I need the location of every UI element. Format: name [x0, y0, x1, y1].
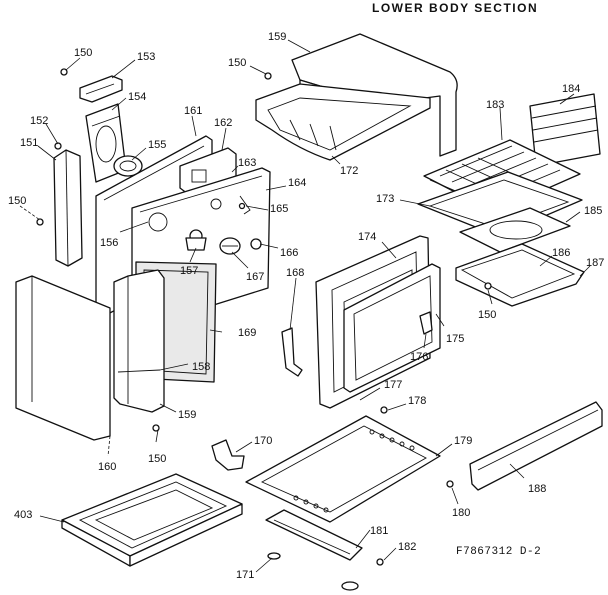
label-186: 186	[552, 247, 570, 259]
label-150: 150	[478, 309, 496, 321]
label-185: 185	[584, 205, 602, 217]
part-labels: 150 153 154 152 151 155 150 161 162 163 …	[8, 31, 604, 581]
part-158-side-panel	[113, 269, 165, 413]
label-154: 154	[128, 91, 146, 103]
label-151: 151	[20, 137, 38, 149]
label-182: 182	[398, 541, 416, 553]
label-153: 153	[137, 51, 155, 63]
label-156: 156	[100, 237, 118, 249]
label-174: 174	[358, 231, 376, 243]
part-156-burner-mount	[185, 229, 207, 251]
part-403-storage-drawer	[61, 473, 243, 567]
label-157: 157	[180, 265, 198, 277]
label-165: 165	[270, 203, 288, 215]
label-167: 167	[246, 271, 264, 283]
screws	[36, 68, 492, 566]
leader-lines	[19, 39, 591, 573]
part-176-latch	[419, 311, 433, 335]
part-181-drawer-rail	[265, 509, 363, 561]
label-187: 187	[586, 257, 604, 269]
label-184: 184	[562, 83, 580, 95]
label-150: 150	[148, 453, 166, 465]
label-163: 163	[238, 157, 256, 169]
label-159: 159	[178, 409, 196, 421]
part-171-leveling-foot	[267, 552, 359, 591]
label-179: 179	[454, 435, 472, 447]
label-188: 188	[528, 483, 546, 495]
part-168-hinge	[281, 327, 303, 377]
part-185-oven-burner	[459, 207, 571, 253]
part-151-side-trim	[53, 149, 83, 267]
drawing-code: F7867312 D-2	[456, 546, 541, 558]
label-183: 183	[486, 99, 504, 111]
part-179-bottom-plate	[245, 415, 441, 523]
part-184-back-guard	[529, 93, 601, 167]
part-155-collar	[113, 155, 143, 177]
label-158: 158	[192, 361, 210, 373]
label-150: 150	[74, 47, 92, 59]
label-403: 403	[14, 509, 32, 521]
label-176: 176	[410, 351, 428, 363]
label-180: 180	[452, 507, 470, 519]
label-170: 170	[254, 435, 272, 447]
label-181: 181	[370, 525, 388, 537]
part-159-cover	[255, 33, 458, 161]
part-166-grommet	[250, 238, 262, 250]
label-161: 161	[184, 105, 202, 117]
label-172: 172	[340, 165, 358, 177]
label-178: 178	[408, 395, 426, 407]
part-167-knob	[219, 237, 241, 255]
label-168: 168	[286, 267, 304, 279]
label-159: 159	[268, 31, 286, 43]
diagram-title: LOWER BODY SECTION	[372, 1, 538, 15]
part-173-broil-tray	[417, 171, 583, 237]
label-171: 171	[236, 569, 254, 581]
label-150: 150	[228, 57, 246, 69]
part-170-bracket	[211, 439, 245, 471]
part-153-bracket	[79, 75, 123, 103]
label-164: 164	[288, 177, 306, 189]
label-166: 166	[280, 247, 298, 259]
label-160: 160	[98, 461, 116, 473]
label-173: 173	[376, 193, 394, 205]
label-169: 169	[238, 327, 256, 339]
label-150: 150	[8, 195, 26, 207]
label-177: 177	[384, 379, 402, 391]
label-162: 162	[214, 117, 232, 129]
label-155: 155	[148, 139, 166, 151]
part-188-kick-panel	[469, 401, 603, 491]
part-175-door-gasket	[343, 263, 441, 393]
label-152: 152	[30, 115, 48, 127]
label-175: 175	[446, 333, 464, 345]
